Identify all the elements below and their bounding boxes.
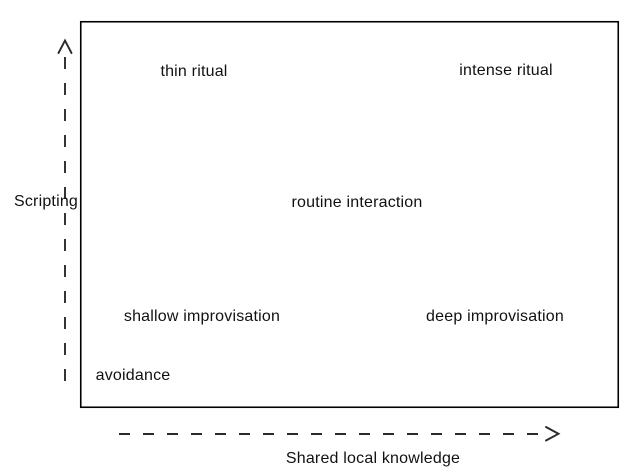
plot-box: [79, 20, 620, 409]
x-axis-arrowhead-icon: [545, 426, 561, 442]
label-thin-ritual: thin ritual: [160, 63, 228, 80]
x-axis-label: Shared local knowledge: [285, 450, 461, 467]
label-deep-improvisation: deep improvisation: [426, 308, 564, 325]
label-avoidance: avoidance: [95, 367, 171, 384]
label-shallow-improvisation: shallow improvisation: [123, 308, 281, 325]
label-routine-interaction: routine interaction: [291, 194, 423, 211]
y-axis-label: Scripting: [13, 193, 79, 210]
label-intense-ritual: intense ritual: [459, 62, 553, 79]
y-axis-arrowhead-icon: [57, 38, 73, 54]
